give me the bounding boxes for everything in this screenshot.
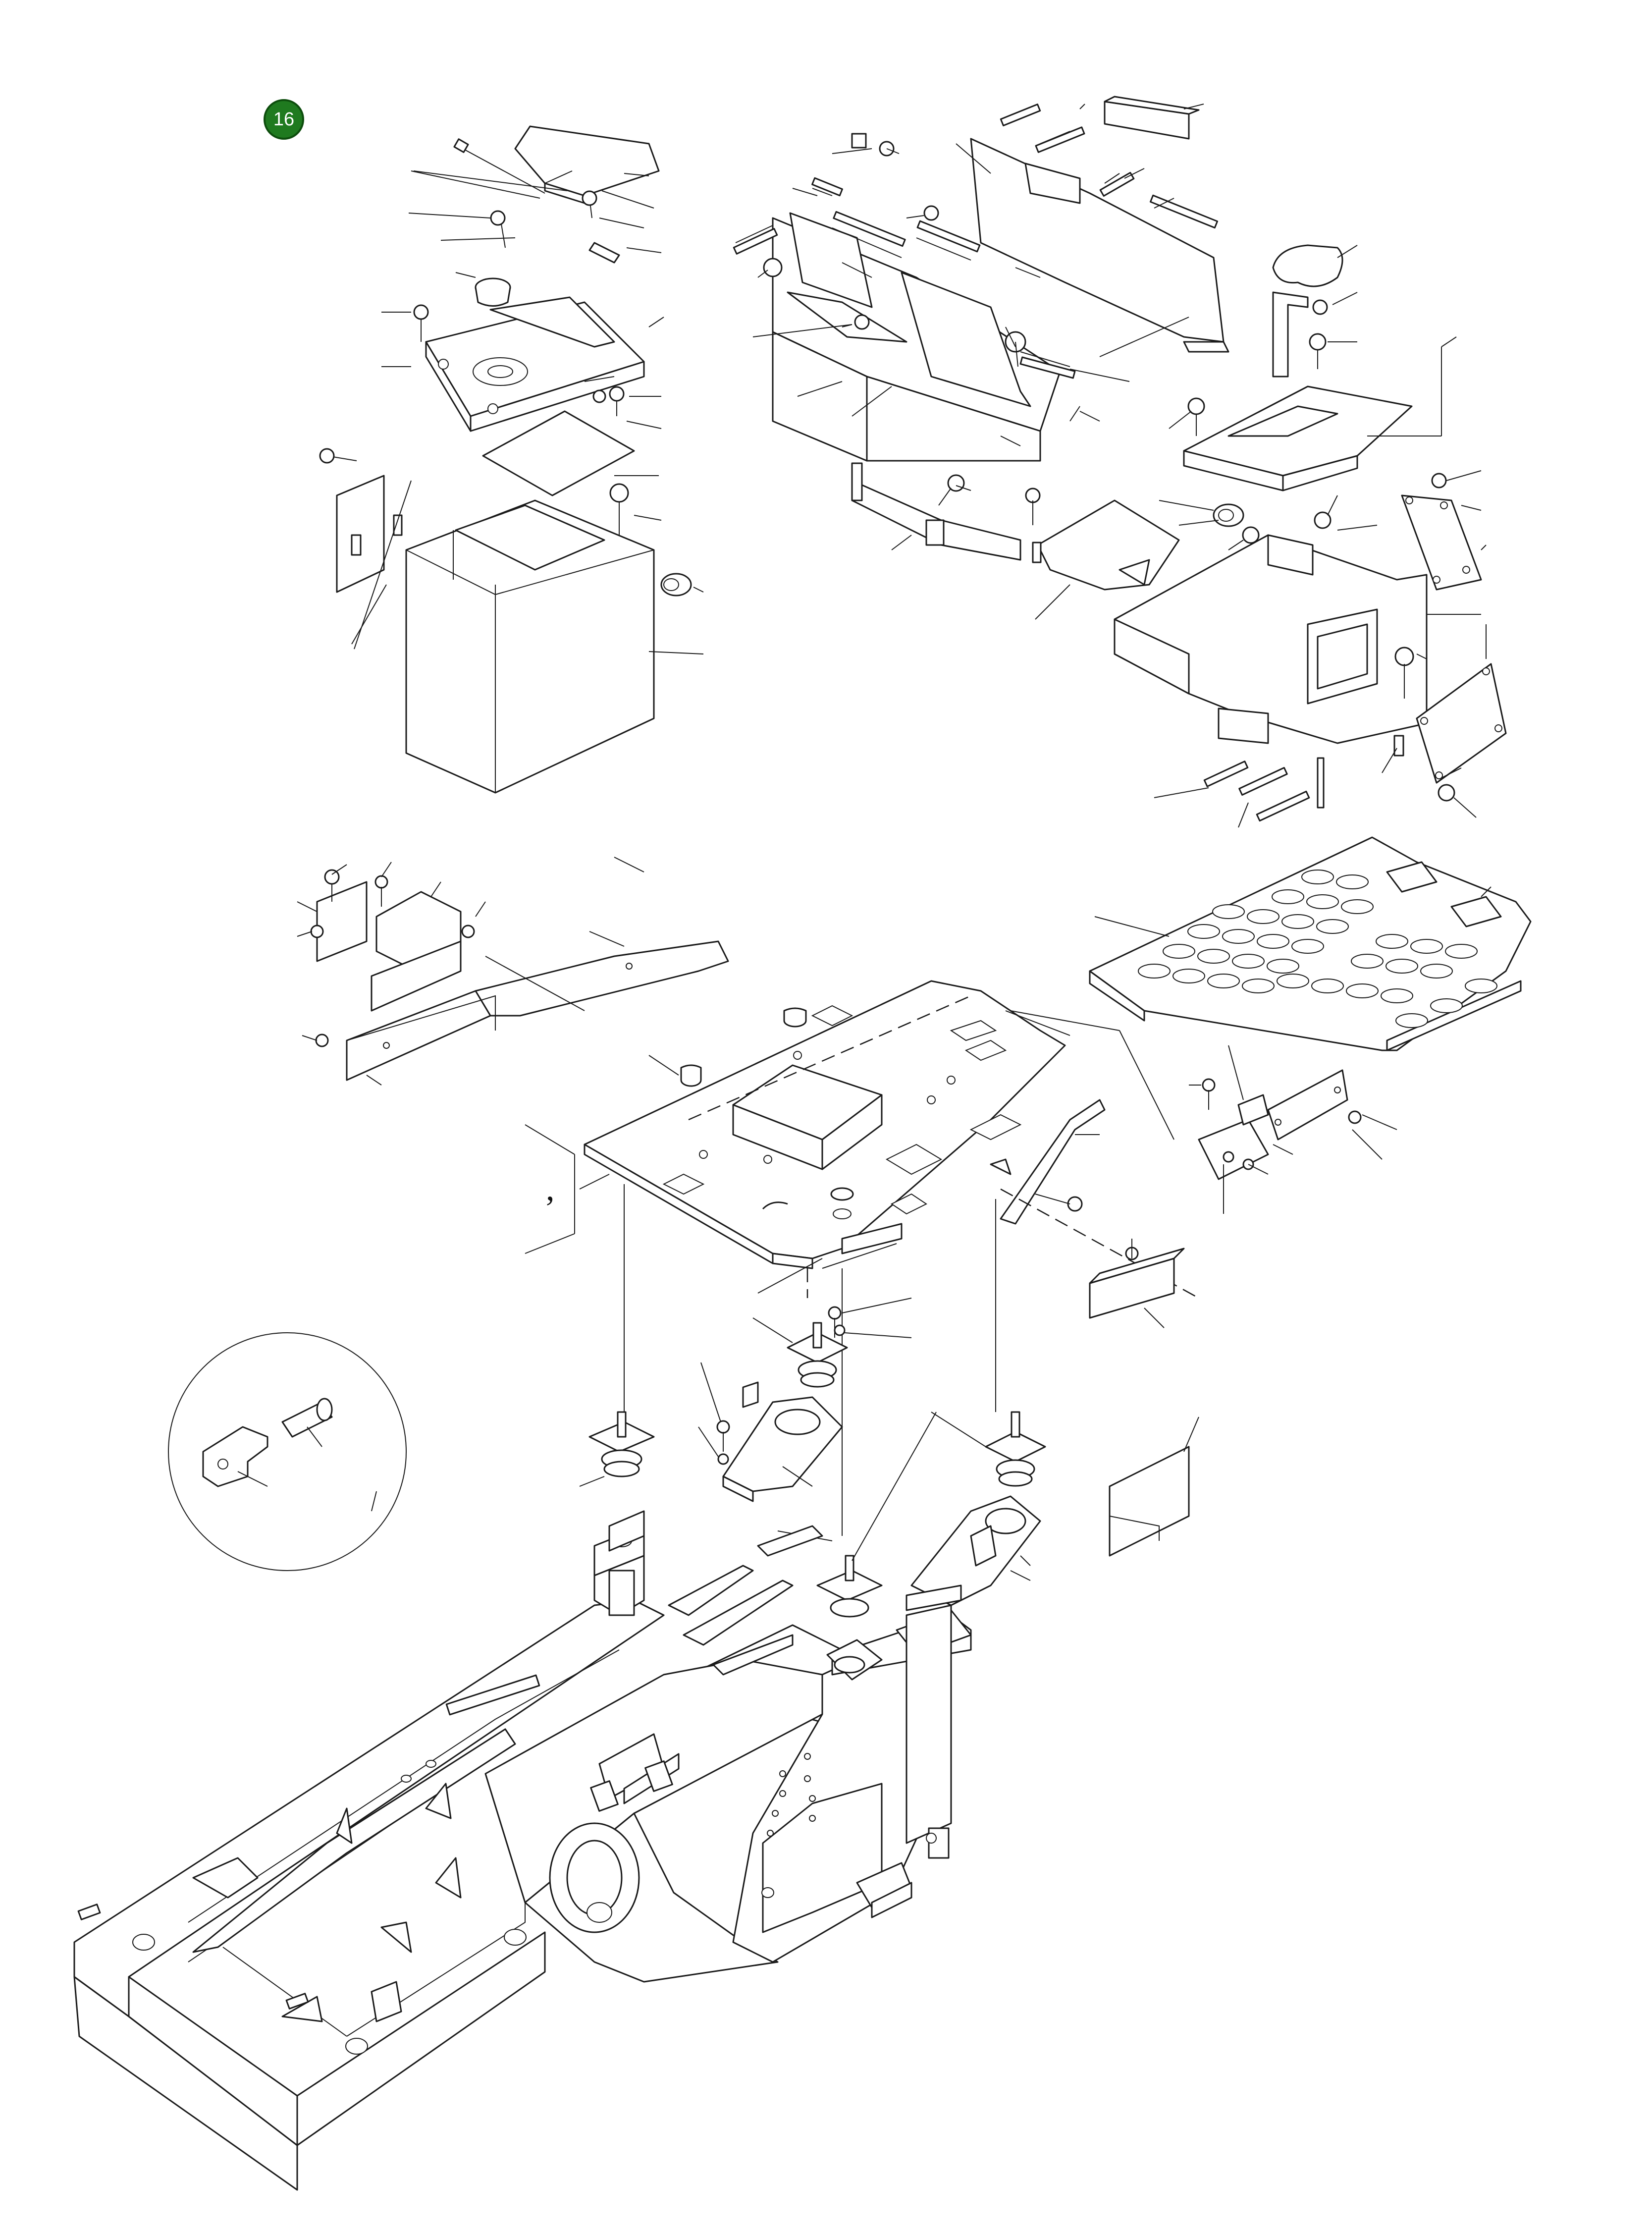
figure-number-badge: 16 [264, 99, 304, 140]
control-box-group [1114, 244, 1507, 828]
right-bracket-group [1089, 1045, 1397, 1328]
main-frame-group [73, 1510, 972, 2191]
detail-circle-group [168, 1332, 407, 1571]
floor-mat-group [1089, 836, 1532, 1051]
engine-mount-group [579, 1298, 1046, 1618]
console-tray-group [733, 96, 1229, 620]
battery-box-group [319, 125, 704, 794]
floor-plate-group [525, 980, 1199, 1536]
stray-mark: , [546, 1170, 555, 1208]
figure-number: 16 [273, 109, 295, 130]
left-bracket-group [297, 857, 729, 1086]
label-sheet-group [1109, 1416, 1199, 1557]
